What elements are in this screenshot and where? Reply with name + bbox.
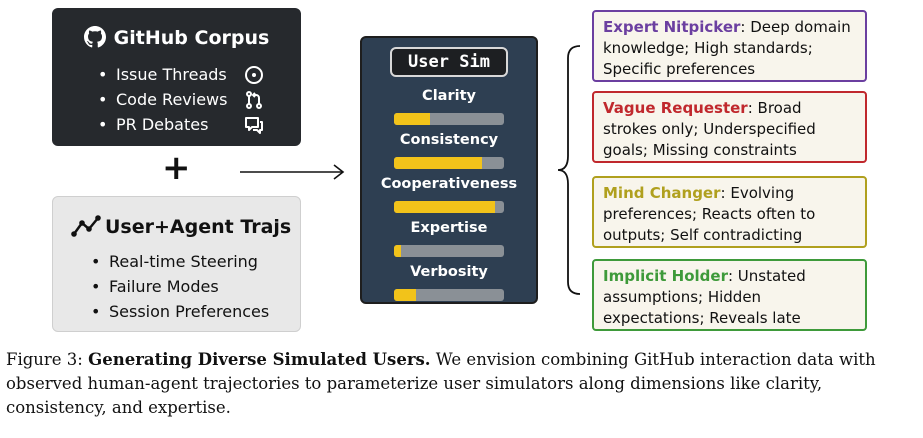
persona-name: Mind Changer [603, 184, 721, 202]
github-item-label: PR Debates [116, 115, 209, 134]
dimension-slider-track [394, 113, 504, 125]
persona-description: : Broad strokes only; Underspecified goa… [603, 99, 816, 159]
github-corpus-label: GitHub Corpus [113, 27, 270, 49]
user-sim-panel: User Sim Clarity Consistency Cooperative… [360, 36, 538, 304]
traj-item-label: Real-time Steering [109, 252, 258, 271]
dimension-slider-track [394, 157, 504, 169]
persona-card-implicit-holder: Implicit Holder: Unstated assumptions; H… [592, 259, 867, 331]
persona-card-vague-requester: Vague Requester: Broad strokes only; Und… [592, 91, 867, 163]
user-sim-title: User Sim [390, 47, 508, 77]
traj-item-failure-modes: •Failure Modes [83, 274, 303, 299]
comment-discussion-icon [244, 115, 264, 135]
dimension-slider-fill [394, 245, 401, 257]
pull-request-icon [244, 90, 264, 110]
dimension-slider-fill [394, 201, 496, 213]
persona-card-expert-nitpicker: Expert Nitpicker: Deep domain knowledge;… [592, 10, 867, 82]
dimension-label: Cooperativeness [380, 176, 518, 192]
persona-description: : Deep domain knowledge; High standards;… [603, 18, 851, 78]
traj-item-label: Failure Modes [109, 277, 219, 296]
caption-bold-title: Generating Diverse Simulated Users. [88, 350, 431, 369]
persona-name: Vague Requester [603, 99, 748, 117]
user-agent-trajs-box: User+Agent Trajs •Real-time Steering •Fa… [52, 196, 301, 332]
github-item-code-reviews: •Code Reviews [90, 87, 290, 112]
github-item-label: Code Reviews [116, 90, 228, 109]
issue-circle-icon [244, 65, 264, 85]
dimension-label: Clarity [422, 88, 476, 104]
persona-name: Expert Nitpicker [603, 18, 741, 36]
dimension-clarity: Clarity [362, 88, 536, 132]
curly-brace [557, 45, 581, 295]
dimension-slider-track [394, 245, 504, 257]
dimension-cooperativeness: Cooperativeness [362, 176, 536, 220]
persona-name: Implicit Holder [603, 267, 728, 285]
github-item-pr-debates: •PR Debates [90, 112, 290, 137]
dimension-slider-track [394, 201, 504, 213]
persona-description: : Evolving preferences; Reacts often to … [603, 184, 816, 244]
caption-prefix: Figure 3: [6, 350, 89, 369]
dimension-label: Consistency [399, 132, 499, 148]
dimension-label: Expertise [410, 220, 488, 236]
traj-item-label: Session Preferences [109, 302, 270, 321]
github-item-issue-threads: •Issue Threads [90, 62, 290, 87]
user-agent-trajs-title: User+Agent Trajs [71, 215, 291, 242]
traj-item-session-preferences: •Session Preferences [83, 299, 303, 324]
dimension-slider-fill [394, 157, 482, 169]
dimension-slider-fill [394, 113, 431, 125]
user-agent-trajs-label: User+Agent Trajs [105, 216, 292, 238]
plus-sign: + [162, 148, 191, 188]
github-corpus-title: GitHub Corpus [52, 26, 301, 53]
traj-item-real-time-steering: •Real-time Steering [83, 249, 303, 274]
persona-description: : Unstated assumptions; Hidden expectati… [603, 267, 806, 327]
github-logo-icon [83, 26, 106, 53]
flow-arrow [240, 164, 345, 180]
dimension-verbosity: Verbosity [362, 264, 536, 308]
github-item-label: Issue Threads [116, 65, 227, 84]
dimension-expertise: Expertise [362, 220, 536, 264]
dimension-consistency: Consistency [362, 132, 536, 176]
caption-text: We envision combining GitHub interaction… [6, 350, 876, 417]
dimension-slider-fill [394, 289, 416, 301]
figure-caption: Figure 3: Generating Diverse Simulated U… [6, 348, 918, 420]
persona-card-mind-changer: Mind Changer: Evolving preferences; Reac… [592, 176, 867, 248]
github-corpus-box: GitHub Corpus •Issue Threads •Code Revie… [52, 8, 301, 146]
dimension-label: Verbosity [410, 264, 488, 280]
trajectory-graph-icon [71, 215, 101, 242]
dimension-slider-track [394, 289, 504, 301]
